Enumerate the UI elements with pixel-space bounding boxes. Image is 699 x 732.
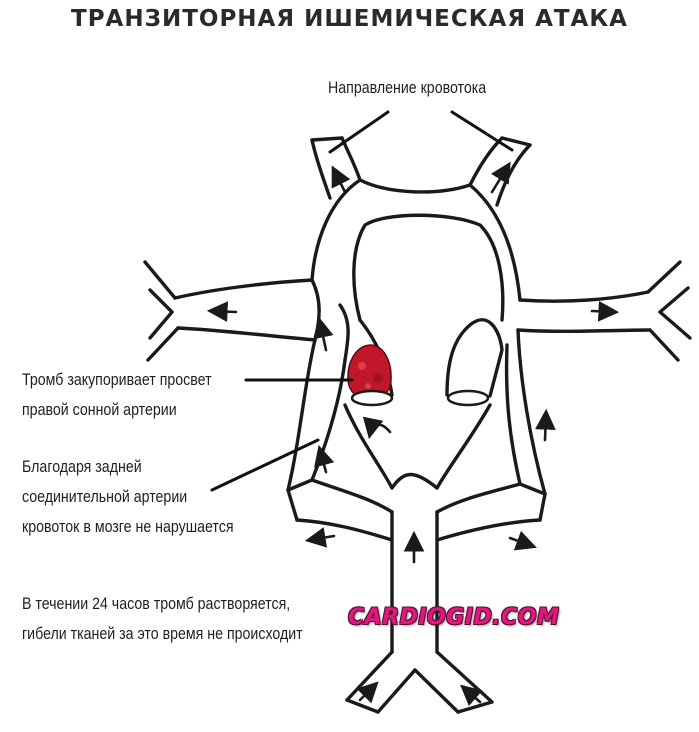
- left-middle-branch-fork-lower: [146, 326, 180, 362]
- left-anterior-branch-cap: [310, 136, 344, 142]
- leader-pcom: [210, 438, 320, 492]
- flow-arrow-top-right: [490, 161, 511, 194]
- upper-ring-right-outer: [468, 183, 522, 302]
- flow-arrow-pcom: [314, 444, 335, 474]
- right-vertebral-artery-inner: [413, 668, 460, 714]
- right-posterior-branch-end: [538, 492, 547, 522]
- label-flow-direction: Направление кровотока: [328, 79, 487, 97]
- left-posterior-branch-top: [286, 478, 394, 514]
- flow-arrow-left-ascending: [313, 316, 334, 352]
- upper-ring-left-outer: [310, 178, 362, 282]
- left-lateral-vessel-outer: [286, 278, 321, 492]
- flow-arrow-left-branch: [206, 301, 238, 323]
- right-anterior-branch-outer: [468, 136, 504, 187]
- left-carotid-opening: [446, 389, 490, 407]
- label-pcom-line-2: соединительной артерии: [22, 488, 188, 506]
- label-clot-line-1: Тромб закупоривает просвет: [22, 371, 212, 389]
- leader-flow-left: [328, 110, 390, 154]
- left-vertebral-artery-outer: [345, 650, 394, 702]
- left-middle-branch-fork-upper: [143, 260, 177, 300]
- label-dissolve-line-1: В течении 24 часов тромб растворяется,: [22, 595, 291, 613]
- right-anterior-branch-inner: [495, 143, 532, 207]
- left-anterior-branch-outer: [310, 138, 332, 200]
- flow-arrow-right-branch: [590, 300, 620, 322]
- right-middle-branch-fork-mid: [658, 286, 692, 340]
- right-posterior-branch-top: [435, 482, 547, 514]
- left-carotid-stump-left-wall: [445, 318, 504, 398]
- label-posterior-communicating: Благодаря задней соединительной артерии …: [22, 452, 234, 542]
- right-carotid-stump-left-wall: [338, 303, 350, 362]
- right-anterior-branch-cap: [500, 136, 532, 147]
- flow-arrow-lower-left: [304, 527, 336, 548]
- right-vertebral-artery-end: [456, 700, 494, 714]
- vessel-outlines: [143, 136, 692, 714]
- left-middle-branch-fork-mid: [148, 288, 174, 340]
- label-clot-line-2: правой сонной артерии: [22, 401, 177, 419]
- label-pcom-line-1: Благодаря задней: [22, 458, 142, 476]
- label-clot: Тромб закупоривает просвет правой сонной…: [22, 365, 212, 425]
- left-vertebral-artery-inner: [376, 668, 417, 714]
- right-vertebral-artery-outer: [435, 650, 494, 704]
- diagram-title: ТРАНЗИТОРНАЯ ИШЕМИЧЕСКАЯ АТАКА: [71, 6, 628, 32]
- right-carotid-opening: [350, 389, 394, 407]
- upper-ring-top-connector: [358, 178, 472, 194]
- flow-arrow-vertebral-right: [460, 684, 483, 707]
- brand-watermark: CARDIOGID.COM: [348, 605, 560, 630]
- flow-arrows: [206, 161, 620, 707]
- flow-arrow-right-ascending: [535, 408, 556, 442]
- flow-arrow-top-left: [331, 165, 351, 194]
- label-dissolve: В течении 24 часов тромб растворяется, г…: [22, 589, 303, 649]
- right-lateral-vessel-inner: [504, 343, 522, 486]
- left-lateral-vessel-inner: [310, 358, 347, 482]
- flow-arrow-recirculation: [362, 416, 392, 440]
- left-middle-branch-bottom: [176, 326, 317, 342]
- leader-flow-right: [450, 110, 514, 152]
- right-middle-branch-bottom: [516, 328, 652, 334]
- leader-lines: [210, 110, 514, 492]
- label-pcom-line-3: кровоток в мозге не нарушается: [22, 518, 234, 536]
- inner-arch-bottom: [343, 403, 492, 490]
- right-middle-branch-fork-upper: [646, 260, 682, 294]
- flow-arrow-vertebral-left: [356, 681, 379, 704]
- right-middle-branch-top: [518, 290, 650, 303]
- left-posterior-branch-bottom: [295, 518, 394, 542]
- upper-ring-inner: [352, 213, 505, 322]
- left-middle-branch-top: [173, 278, 314, 300]
- flow-arrow-lower-right: [508, 530, 537, 551]
- left-anterior-branch-inner: [340, 136, 362, 182]
- right-posterior-branch-bottom: [435, 518, 542, 542]
- left-vertebral-artery-end: [345, 698, 380, 714]
- right-middle-branch-fork-lower: [648, 328, 680, 362]
- left-posterior-branch-end: [286, 488, 299, 522]
- label-dissolve-line-2: гибели тканей за это время не происходит: [22, 625, 303, 643]
- right-lateral-vessel-outer: [516, 328, 547, 496]
